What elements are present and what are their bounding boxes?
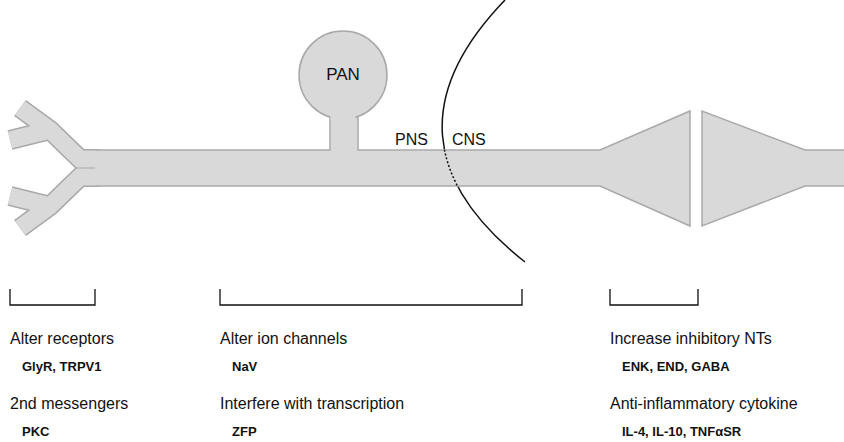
mechanism-heading: Interfere with transcription [220,394,404,413]
target-list: GlyR, TRPV1 [22,359,101,375]
dendrite-outline [10,196,50,206]
cell-body-circle: PAN [298,30,388,120]
boundary-arc [442,0,525,262]
mechanism-heading: Anti-inflammatory cytokine [610,394,798,413]
soma-stalk [331,105,358,151]
dendrite-fill [10,196,50,206]
node-label: PAN [326,65,360,85]
bracket [10,289,95,305]
dendrite-outline [10,130,50,140]
mechanism-heading: Alter receptors [10,329,114,348]
target-list: PKC [22,424,49,440]
target-list: IL-4, IL-10, TNFαSR [622,424,741,440]
stalk-junction [331,110,356,120]
axon-body [95,111,690,226]
target-list: ENK, END, GABA [622,359,730,375]
mechanism-heading: 2nd messengers [10,394,128,413]
boundary-arc-dotted [442,150,525,186]
region-label: PNS [395,130,428,149]
mechanism-heading: Increase inhibitory NTs [610,329,772,348]
dendrite-terminals [10,108,102,228]
region-label: CNS [452,130,486,149]
brackets [10,289,698,305]
bracket [220,289,522,305]
dendrite-fill [10,130,50,140]
target-list: NaV [232,359,257,375]
bracket [610,289,698,305]
mechanism-heading: Alter ion channels [220,329,347,348]
target-list: ZFP [232,424,257,440]
cell-body-outline [299,31,387,119]
postsynaptic-neuron [702,111,844,226]
